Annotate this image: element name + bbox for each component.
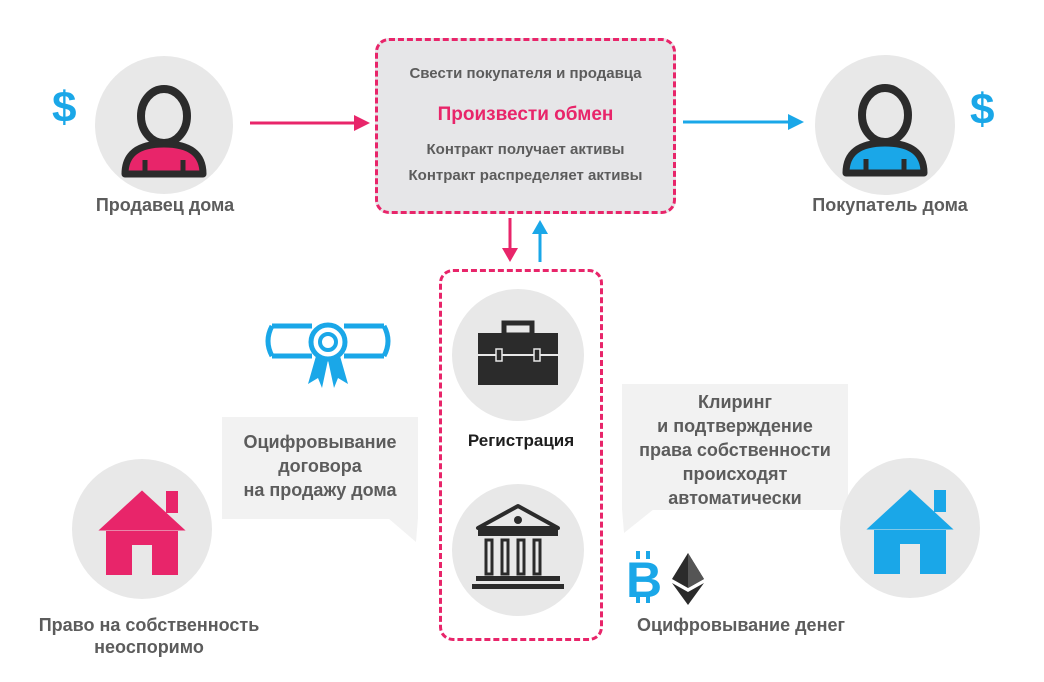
left-bubble-tail xyxy=(388,518,418,542)
briefcase-icon xyxy=(478,320,558,385)
crypto-icons: B xyxy=(626,551,704,608)
contract-line-match: Свести покупателя и продавца xyxy=(409,65,642,82)
ethereum-icon xyxy=(672,553,704,605)
contract-line-distributes: Контракт распределяет активы xyxy=(408,167,643,184)
left-bubble-line: на продажу дома xyxy=(243,480,397,500)
left-bubble-line: Оцифровывание xyxy=(243,432,397,452)
registry-label: Регистрация xyxy=(467,431,575,450)
arrow-head-blue xyxy=(788,114,804,130)
buyer-dollar-icon: $ xyxy=(970,85,995,134)
crypto-label: Оцифровывание денег xyxy=(637,615,845,635)
right-bubble-line: Клиринг xyxy=(698,392,772,412)
registry-briefcase-circle xyxy=(452,289,584,421)
house-icon xyxy=(857,483,963,574)
right-house-circle xyxy=(840,458,980,598)
left-house-circle xyxy=(72,459,212,599)
right-bubble-tail xyxy=(622,509,654,533)
buyer-label: Покупатель дома xyxy=(812,195,968,215)
right-bubble-line: и подтверждение xyxy=(657,416,813,436)
buyer-avatar xyxy=(815,55,955,195)
left-house-label: Право на собственность неоспоримо xyxy=(20,614,278,658)
bank-building-icon xyxy=(472,504,564,589)
seller-label: Продавец дома xyxy=(95,195,235,215)
right-bubble-line: автоматически xyxy=(668,488,802,508)
certificate-icon xyxy=(265,322,391,388)
person-icon xyxy=(121,85,207,178)
bitcoin-icon: B xyxy=(626,551,662,608)
seller-dollar-icon: $ xyxy=(52,83,77,132)
seller-avatar xyxy=(95,56,233,194)
svg-text:B: B xyxy=(626,552,662,608)
arrow-head-pink xyxy=(354,115,370,131)
arrow-head-up xyxy=(532,220,548,234)
registry-bank-circle xyxy=(452,484,584,616)
right-bubble-line: происходят xyxy=(682,464,788,484)
contract-line-exchange: Произвести обмен xyxy=(437,104,614,125)
left-house-label-line: Право на собственность xyxy=(38,615,260,635)
right-speech-bubble: Клиринг и подтверждение права собственно… xyxy=(622,384,848,510)
smart-contract-box: Свести покупателя и продавца Произвести … xyxy=(375,38,676,214)
contract-line-receives: Контракт получает активы xyxy=(426,141,625,158)
registry-box xyxy=(439,269,603,641)
left-house-label-line: неоспоримо xyxy=(94,637,204,657)
house-icon xyxy=(89,484,195,575)
right-bubble-line: права собственности xyxy=(639,440,831,460)
person-icon xyxy=(842,84,928,177)
left-speech-bubble: Оцифровывание договора на продажу дома xyxy=(222,417,418,519)
left-bubble-line: договора xyxy=(278,456,362,476)
arrow-head-down xyxy=(502,248,518,262)
